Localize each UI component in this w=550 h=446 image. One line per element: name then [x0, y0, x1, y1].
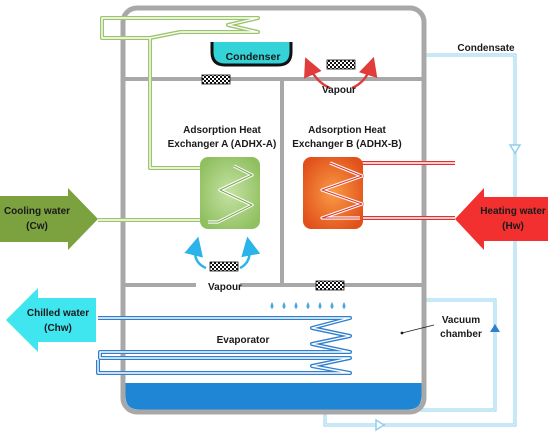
droplet-icon [294, 302, 298, 309]
droplet-icon [306, 302, 310, 309]
evaporator-pipe [96, 316, 352, 375]
adhx-a-subtitle: Exchanger A (ADHX-A) [168, 139, 277, 150]
vapour-top-label: Vapour [322, 85, 356, 96]
vacuum-chamber-pointer-dot [400, 331, 404, 335]
adhx-b-title: Adsorption Heat [308, 125, 386, 136]
heating-water-arrow: Heating water (Hw) [455, 188, 548, 250]
adhx-a-title: Adsorption Heat [183, 125, 261, 136]
valve-icon [315, 280, 345, 291]
vacuum-chamber-pointer [401, 324, 435, 334]
valve-icon [209, 261, 239, 272]
condensate-label: Condensate [457, 43, 515, 54]
svg-text:(Hw): (Hw) [502, 221, 524, 232]
vapour-arrows-top [304, 56, 378, 90]
vacuum-label-line1: Vacuum [442, 315, 480, 326]
water-pool [125, 383, 422, 410]
svg-text:(Cw): (Cw) [26, 221, 48, 232]
droplet-icon [342, 302, 346, 309]
valve-icon [201, 74, 231, 85]
vapour-arrows-bottom [184, 236, 261, 270]
vapour-bottom-label: Vapour [208, 282, 242, 293]
droplet-icon [270, 302, 274, 309]
droplet-icon [282, 302, 286, 309]
droplet-icon [318, 302, 322, 309]
droplets [270, 302, 346, 309]
svg-text:Heating water: Heating water [480, 206, 546, 217]
evaporator-label: Evaporator [217, 335, 270, 346]
vacuum-chamber-wall [120, 5, 427, 415]
cooling-water-arrow: Cooling water (Cw) [0, 188, 98, 250]
svg-text:Cooling water: Cooling water [4, 206, 70, 217]
svg-text:Chilled water: Chilled water [27, 308, 89, 319]
condenser: Condenser [210, 42, 293, 67]
flow-direction-icon [490, 324, 500, 332]
svg-text:(Chw): (Chw) [44, 323, 72, 334]
adhx-b-subtitle: Exchanger B (ADHX-B) [292, 139, 401, 150]
flow-direction-icon [375, 418, 386, 432]
flow-direction-icon [508, 144, 522, 155]
condenser-label: Condenser [226, 51, 281, 63]
chilled-water-arrow: Chilled water (Chw) [6, 288, 96, 352]
droplet-icon [330, 302, 334, 309]
valve-icon [326, 59, 356, 70]
vacuum-label-line2: chamber [440, 329, 482, 340]
